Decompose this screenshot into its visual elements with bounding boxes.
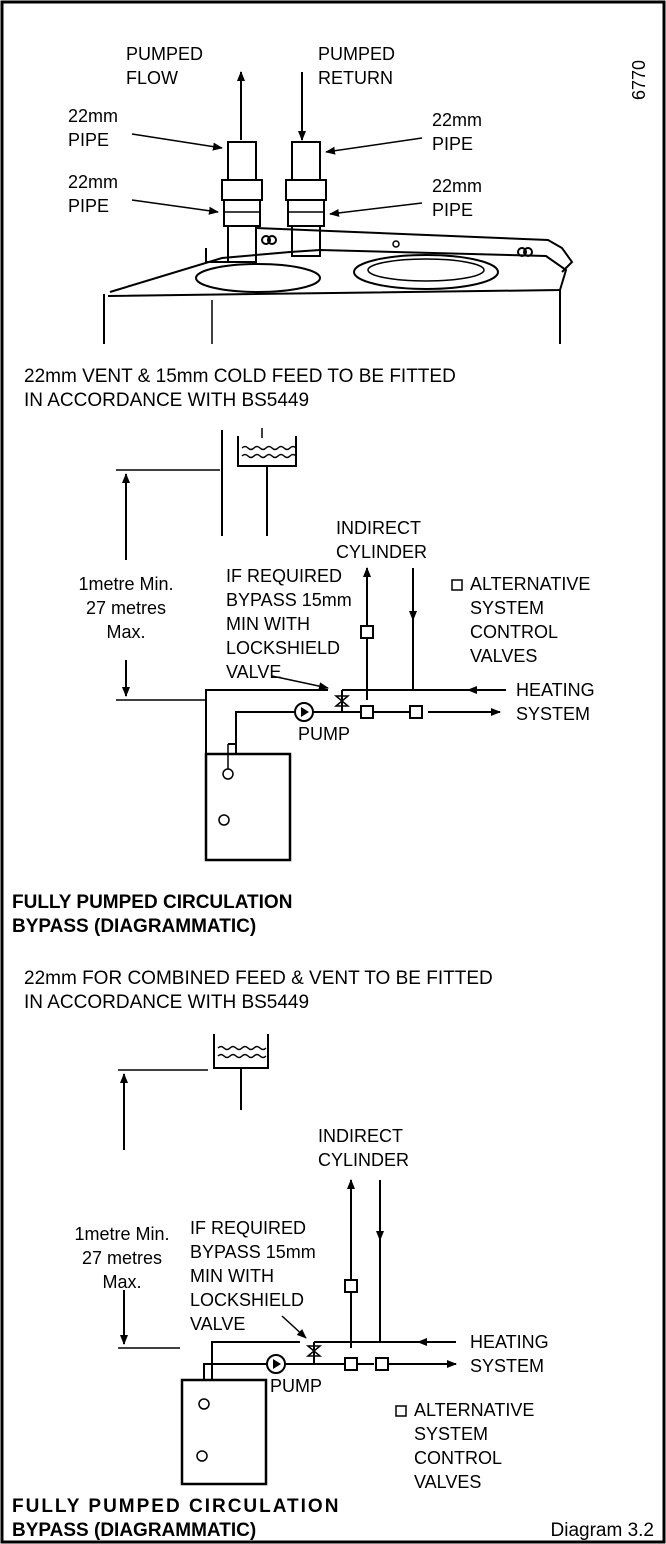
diagram2-caption-line1: FULLY PUMPED CIRCULATION [12, 1496, 340, 1517]
diagram2-height-max: Max. [102, 1272, 141, 1292]
diagram1-bypass-line2: BYPASS 15mm [226, 590, 352, 610]
diagram1-alt-line3: CONTROL [470, 622, 558, 642]
pipe-pointer-lower-right [329, 202, 423, 217]
pipe-label-upper-right-size: 22mm [432, 110, 482, 130]
diagram2-note-line2: IN ACCORDANCE WITH BS5449 [24, 992, 309, 1013]
diagram2-control-valve-c [375, 1357, 389, 1371]
pipe-label-upper-left: PIPE [68, 130, 109, 150]
diagram2-cylinder-line1: INDIRECT [318, 1126, 403, 1146]
pipe-label-lower-right-size: 22mm [432, 176, 482, 196]
return-pipe [285, 141, 327, 257]
boiler-connection-illustration: PUMPED FLOW PUMPED RETURN 6770 22mm PIPE… [68, 44, 649, 344]
diagram1-valve-legend-icon [451, 579, 463, 591]
pipe-pointer-upper-right [325, 137, 423, 155]
diagram1-height-min: 1metre Min. [78, 574, 173, 594]
diagram2-control-valve-a [344, 1279, 358, 1293]
pipe-label-upper-left-size: 22mm [68, 106, 118, 126]
diagram1-heating-line2: SYSTEM [516, 704, 590, 724]
boiler-casing [103, 227, 574, 344]
diagram2-control-valve-b [344, 1357, 358, 1371]
pumped-return-label-line2: RETURN [318, 68, 393, 88]
diagram1-caption-line2: BYPASS (DIAGRAMMATIC) [12, 916, 256, 937]
diagram2-heating-line2: SYSTEM [470, 1356, 544, 1376]
diagram2-bypass-pointer [281, 1315, 307, 1339]
diagram1-heating-line1: HEATING [516, 680, 595, 700]
diagram1-height-max-value: 27 metres [86, 598, 166, 618]
diagram1-alt-line2: SYSTEM [470, 598, 544, 618]
diagram2-heating-line1: HEATING [470, 1332, 549, 1352]
diagram2-alt-line1: ALTERNATIVE [414, 1400, 534, 1420]
pipe-pointer-lower-left [131, 199, 219, 215]
diagram2-alt-line4: VALVES [414, 1472, 481, 1492]
diagram2-pump-label: PUMP [270, 1376, 322, 1396]
diagram2-bypass-line1: IF REQUIRED [190, 1218, 306, 1238]
diagram2-note-line1: 22mm FOR COMBINED FEED & VENT TO BE FITT… [24, 968, 493, 989]
diagram1-height-max: Max. [106, 622, 145, 642]
diagram1-bypass-line3: MIN WITH [226, 614, 310, 634]
diagram2-alt-line2: SYSTEM [414, 1424, 488, 1444]
diagram1-cylinder-line1: INDIRECT [336, 518, 421, 538]
diagram-2: 22mm FOR COMBINED FEED & VENT TO BE FITT… [12, 968, 549, 1541]
pipe-label-lower-right: PIPE [432, 200, 473, 220]
diagram1-cylinder-line2: CYLINDER [336, 542, 427, 562]
pumped-flow-label-line1: PUMPED [126, 44, 203, 64]
pipe-label-upper-right: PIPE [432, 134, 473, 154]
diagram2-bypass-line3: MIN WITH [190, 1266, 274, 1286]
diagram1-control-valve-a [360, 625, 374, 639]
diagram2-bypass-line2: BYPASS 15mm [190, 1242, 316, 1262]
diagram2-bypass-line5: VALVE [190, 1314, 245, 1334]
diagram2-height-max-value: 27 metres [82, 1248, 162, 1268]
diagram2-valve-legend-icon [395, 1405, 407, 1417]
diagram1-bypass-line1: IF REQUIRED [226, 566, 342, 586]
diagram1-pump-label: PUMP [298, 724, 350, 744]
diagram1-control-valve-c [409, 705, 423, 719]
diagram2-boiler [180, 1378, 268, 1486]
pipe-label-lower-left: PIPE [68, 196, 109, 216]
flow-pipe [221, 141, 263, 263]
diagram1-control-valve-b [360, 705, 374, 719]
diagram2-cylinder-line2: CYLINDER [318, 1150, 409, 1170]
diagram1-bypass-line5: VALVE [226, 662, 281, 682]
diagram1-note-line1: 22mm VENT & 15mm COLD FEED TO BE FITTED [24, 366, 456, 387]
pipe-label-lower-left-size: 22mm [68, 172, 118, 192]
diagram1-bypass-pointer [271, 675, 329, 691]
diagram1-note-line2: IN ACCORDANCE WITH BS5449 [24, 390, 309, 411]
diagram1-lockshield-valve [333, 695, 351, 707]
diagram1-caption-line1: FULLY PUMPED CIRCULATION [12, 892, 292, 913]
diagram2-feed-tank [213, 1034, 269, 1110]
diagram1-bypass-line4: LOCKSHIELD [226, 638, 340, 658]
diagram2-height-min: 1metre Min. [74, 1224, 169, 1244]
diagram-1: 22mm VENT & 15mm COLD FEED TO BE FITTED … [12, 366, 595, 937]
pipe-pointer-upper-left [131, 133, 223, 151]
diagram1-boiler [204, 752, 292, 862]
diagram2-bypass-line4: LOCKSHIELD [190, 1290, 304, 1310]
diagram-number-label: Diagram 3.2 [551, 1520, 655, 1541]
diagram2-alt-line3: CONTROL [414, 1448, 502, 1468]
diagram1-feed-tank [237, 428, 297, 536]
figure-reference-number: 6770 [629, 60, 649, 100]
diagram2-caption-line2: BYPASS (DIAGRAMMATIC) [12, 1520, 256, 1541]
diagram2-lockshield-valve [305, 1345, 323, 1357]
pumped-return-label-line1: PUMPED [318, 44, 395, 64]
diagram1-alt-line1: ALTERNATIVE [470, 574, 590, 594]
pumped-flow-label-line2: FLOW [126, 68, 178, 88]
diagram1-alt-line4: VALVES [470, 646, 537, 666]
